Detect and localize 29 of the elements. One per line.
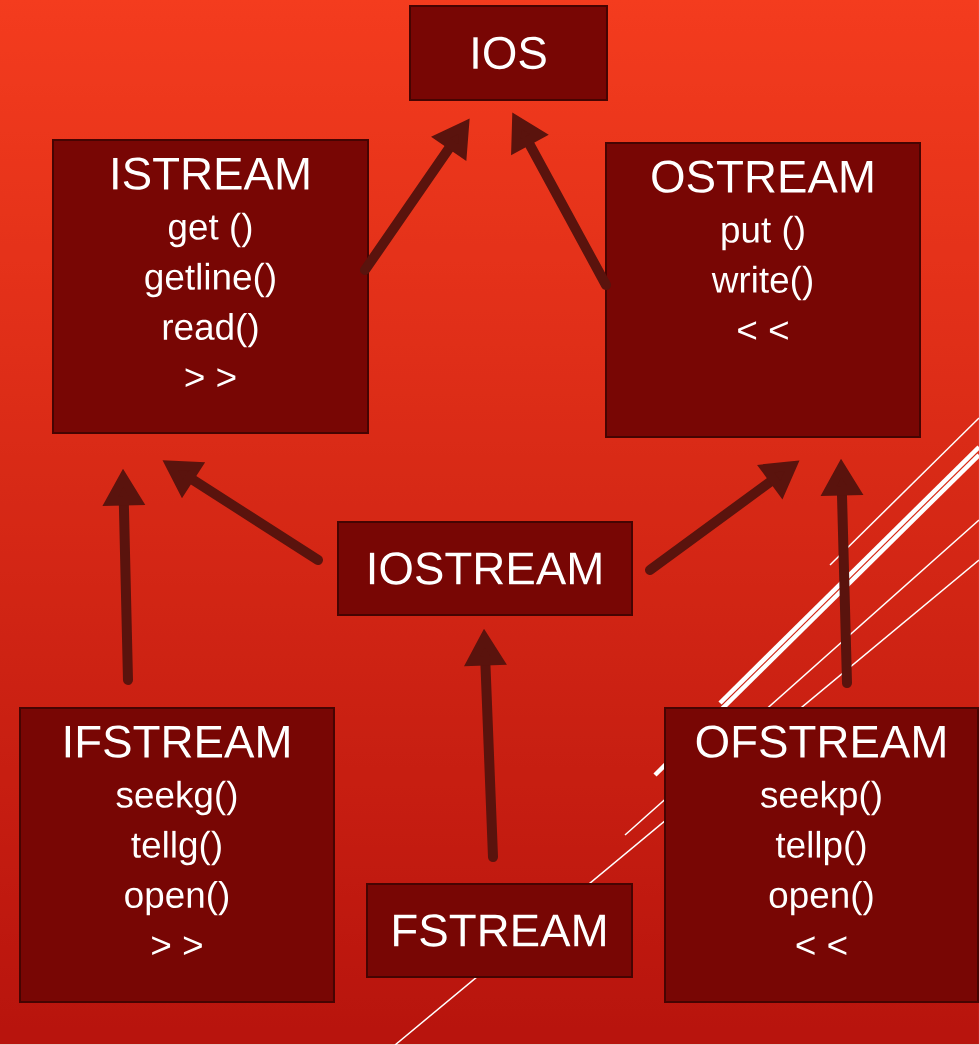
class-name: IOS <box>473 36 546 70</box>
class-name: IOSTREAM <box>369 552 601 585</box>
class-name: OSTREAM <box>652 160 873 193</box>
member-name: seekp() <box>761 780 881 816</box>
member-name: tellg() <box>131 830 221 866</box>
class-box <box>19 707 335 1003</box>
member-name: get () <box>169 212 252 248</box>
member-name: > > <box>185 368 236 387</box>
member-name: < < <box>796 936 847 955</box>
class-box <box>337 521 633 616</box>
class-box <box>409 5 608 101</box>
member-name: getline() <box>145 262 275 298</box>
member-name: read() <box>163 312 258 348</box>
member-name: put () <box>722 215 804 251</box>
class-name: IFSTREAM <box>65 725 289 758</box>
class-box <box>366 883 633 978</box>
class-box <box>664 707 979 1003</box>
member-name: tellp() <box>775 830 866 866</box>
member-name: open() <box>769 880 873 916</box>
member-name: < < <box>738 321 788 340</box>
class-box <box>52 139 369 434</box>
class-name: OFSTREAM <box>696 725 945 758</box>
member-name: open() <box>125 880 229 916</box>
member-name: seekg() <box>116 780 237 816</box>
class-box <box>605 142 921 438</box>
class-name: FSTREAM <box>394 914 605 947</box>
class-name: ISTREAM <box>113 157 309 190</box>
member-name: > > <box>152 936 202 955</box>
member-name: write() <box>711 265 812 301</box>
